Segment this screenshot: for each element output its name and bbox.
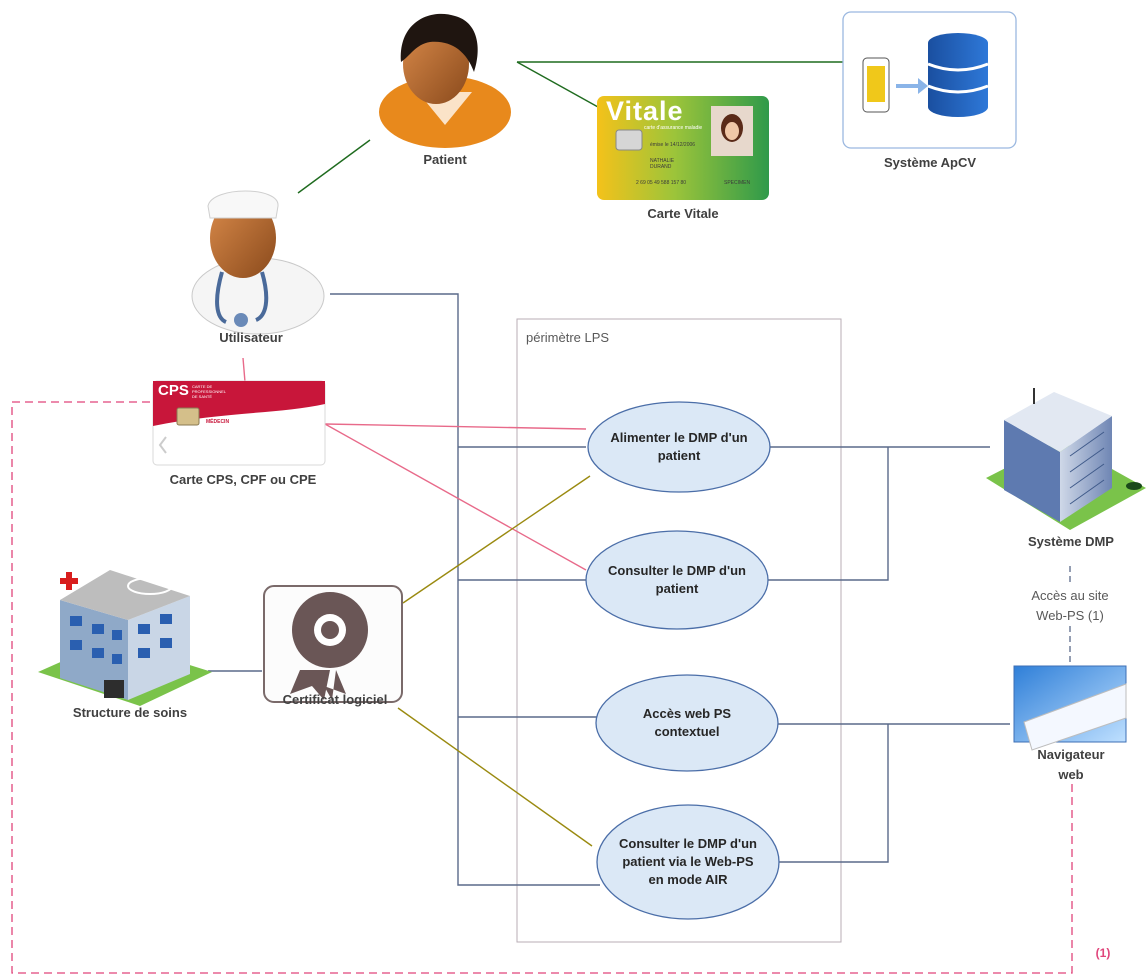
certificate-seal-icon [263,585,403,703]
patient-links [297,61,843,194]
vitale-number: 2 69 05 49 588 157 80 [636,180,687,186]
web-ps-scope-frame [11,401,1073,974]
hospital-building-icon [38,570,212,706]
usecase-acces-web-label[interactable]: Accès web PS contextuel [642,706,732,739]
usecase-alimenter-label[interactable]: Alimenter le DMP d'un patient [610,430,748,463]
user-links [208,293,1010,886]
patient-label: Patient [423,152,467,167]
care-structure-label: Structure de soins [72,705,188,720]
lps-boundary [516,318,842,943]
usecase-consulter-ellipse[interactable] [585,530,769,630]
vitale-subtitle: carte d'assurance maladie [644,125,703,131]
usecase-acces-web-ellipse[interactable] [595,674,779,772]
vitale-specimen: SPECIMEN [724,180,751,186]
patient-avatar-icon [379,13,511,148]
apcv-label: Système ApCV [884,155,976,170]
doctor-avatar-icon [191,190,325,335]
vitale-brand: Vitale [606,96,684,126]
usecase-consulter-label[interactable]: Consulter le DMP d'un patient [608,563,746,596]
vitale-holder: NATHALIE DURAND [650,158,675,170]
office-building-icon [986,388,1146,530]
vitale-date: émise le 14/12/2006 [650,142,696,148]
cps-brand: CPS [158,382,189,399]
dmp-system-label: Système DMP [1028,534,1114,549]
cert-links [397,475,593,847]
cps-subtitle: CARTE DE PROFESSIONNEL DE SANTÉ [192,384,227,399]
cps-card-icon [152,380,326,466]
footnote-marker: (1) [1095,946,1111,960]
web-ps-access-note: Accès au site Web-PS (1) [1012,586,1128,626]
vitale-card-icon [597,96,769,200]
cps-role: MÉDECIN [206,419,230,425]
lps-boundary-label: périmètre LPS [526,330,610,345]
card-links [242,357,587,571]
usecase-alimenter-ellipse[interactable] [587,401,771,493]
web-browser-label: Navigateur web [1037,747,1105,782]
usecase-consulter-air-ellipse[interactable] [596,804,780,920]
vitale-card-label: Carte Vitale [647,206,719,221]
http-url-icon [1013,665,1127,751]
user-label: Utilisateur [219,330,283,345]
software-cert-label: Certificat logiciel [282,692,388,707]
phone-database-icon [842,11,1017,149]
usecase-consulter-air-label[interactable]: Consulter le DMP d'un patient via le Web… [619,836,757,887]
cps-card-label: Carte CPS, CPF ou CPE [169,472,317,487]
